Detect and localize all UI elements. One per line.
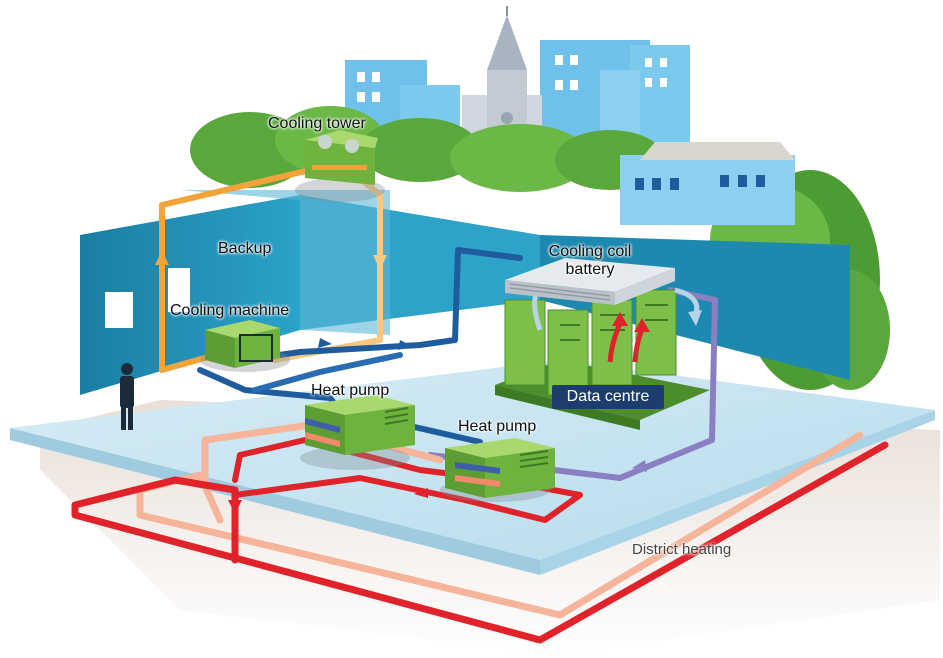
cooling-machine-unit bbox=[200, 320, 290, 372]
window bbox=[105, 292, 133, 328]
label-district-heating: District heating bbox=[632, 541, 732, 558]
return-loop bbox=[427, 287, 718, 481]
heat-pump-unit-1 bbox=[300, 395, 415, 470]
label-cooling-coil-line1: Cooling coil bbox=[548, 243, 632, 260]
label-heat-pump-1: Heat pump bbox=[311, 382, 390, 399]
label-heat-pump-2: Heat pump bbox=[458, 418, 537, 435]
person-icon bbox=[120, 363, 134, 430]
cooling-tower-unit bbox=[295, 130, 385, 202]
label-cooling-coil-line2: battery bbox=[565, 261, 615, 278]
church-illustration bbox=[462, 6, 542, 140]
heat-pump-unit-2 bbox=[440, 438, 555, 502]
label-cooling-machine: Cooling machine bbox=[170, 302, 290, 319]
label-cooling-coil-battery: Cooling coil battery bbox=[536, 243, 644, 279]
house-illustration bbox=[620, 142, 795, 225]
label-cooling-tower: Cooling tower bbox=[268, 115, 366, 132]
cooling-coil-battery bbox=[505, 258, 675, 305]
label-data-centre: Data centre bbox=[552, 385, 664, 409]
label-backup: Backup bbox=[218, 240, 272, 257]
window bbox=[168, 268, 190, 312]
